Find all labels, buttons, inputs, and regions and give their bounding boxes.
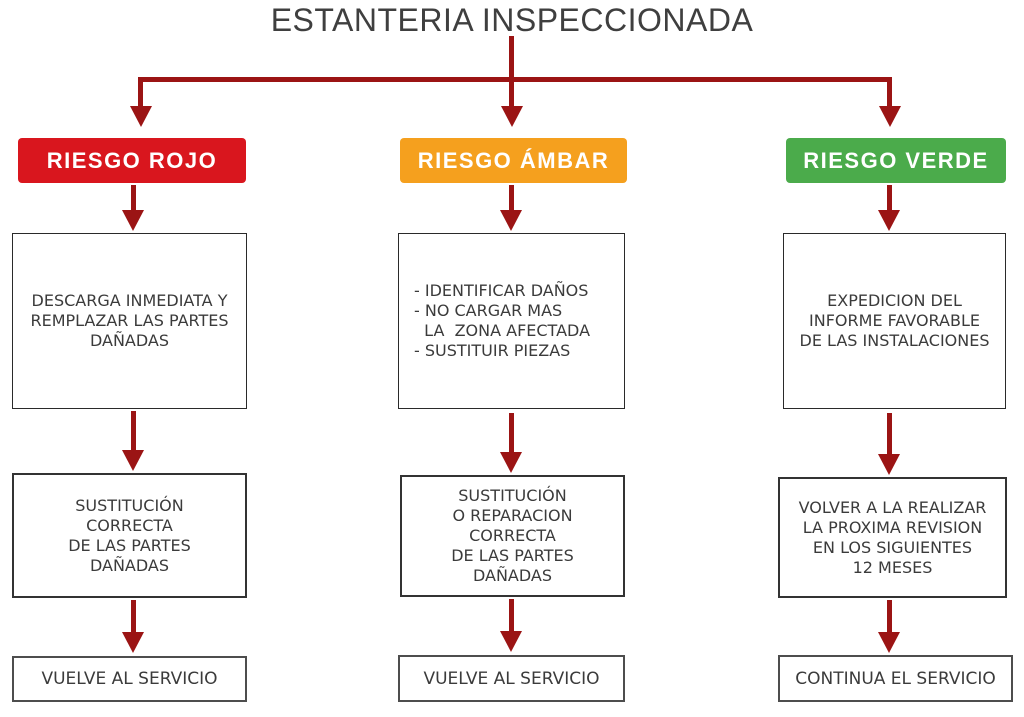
risk-header-verde: RIESGO VERDE [786,138,1006,183]
connector-rojo-action [131,185,136,211]
risk-header-ambar: RIESGO ÁMBAR [400,138,627,183]
arrow-down-icon [501,106,523,127]
arrow-down-icon [122,450,144,471]
page-title: ESTANTERIA INSPECCIONADA [270,2,754,38]
action-box-rojo: DESCARGA INMEDIATA Y REMPLAZAR LAS PARTE… [12,233,247,409]
connector-drop-rojo [138,77,143,107]
connector-verde-outcome [887,600,892,633]
connector-split-bar [138,77,892,82]
result-box-verde: VOLVER A LA REALIZAR LA PROXIMA REVISION… [778,477,1007,598]
risk-header-rojo: RIESGO ROJO [18,138,246,183]
connector-rojo-outcome [131,600,136,633]
arrow-down-icon [879,106,901,127]
connector-drop-ambar [509,77,514,107]
action-box-ambar: - IDENTIFICAR DAÑOS - NO CARGAR MAS LA Z… [398,233,625,409]
outcome-box-rojo: VUELVE AL SERVICIO [12,656,247,702]
connector-drop-verde [887,77,892,107]
connector-ambar-result [509,413,514,453]
action-box-verde: EXPEDICION DEL INFORME FAVORABLE DE LAS … [783,233,1006,409]
result-box-rojo: SUSTITUCIÓN CORRECTA DE LAS PARTES DAÑAD… [12,473,247,598]
connector-trunk [509,36,514,78]
connector-rojo-result [131,411,136,451]
connector-ambar-outcome [509,599,514,632]
arrow-down-icon [500,452,522,473]
connector-verde-action [887,185,892,211]
connector-ambar-action [509,185,514,211]
arrow-down-icon [130,106,152,127]
arrow-down-icon [878,210,900,231]
arrow-down-icon [878,632,900,653]
arrow-down-icon [500,631,522,652]
arrow-down-icon [500,210,522,231]
result-box-ambar: SUSTITUCIÓN O REPARACION CORRECTA DE LAS… [400,475,625,597]
arrow-down-icon [878,454,900,475]
connector-verde-result [887,413,892,455]
outcome-box-verde: CONTINUA EL SERVICIO [778,655,1013,702]
arrow-down-icon [122,210,144,231]
outcome-box-ambar: VUELVE AL SERVICIO [398,655,625,702]
arrow-down-icon [122,632,144,653]
